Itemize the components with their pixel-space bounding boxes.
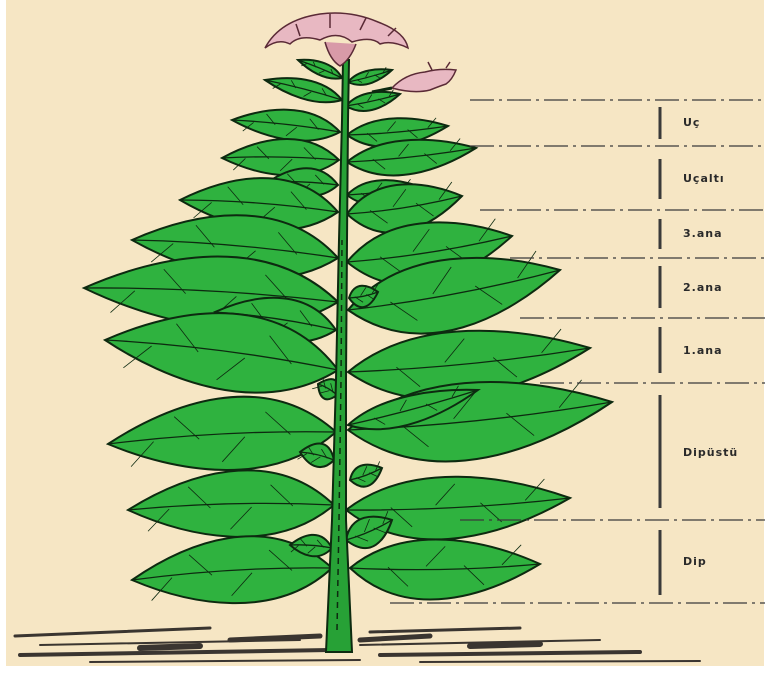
zone-label-uc: Uç: [683, 116, 700, 129]
leaf: [265, 78, 342, 102]
zone-label-2-ana: 2.ana: [683, 281, 723, 294]
zone-label-1-ana: 1.ana: [683, 344, 723, 357]
ground: [15, 628, 700, 662]
stem: [326, 60, 352, 652]
zone-label-ucalti: Uçaltı: [683, 172, 725, 185]
zone-label-dip: Dip: [683, 555, 707, 568]
leaf: [232, 110, 340, 141]
zone-label-dipustu: Dipüstü: [683, 446, 738, 459]
zone-label-3-ana: 3.ana: [683, 227, 723, 240]
flower-top: [265, 13, 408, 66]
